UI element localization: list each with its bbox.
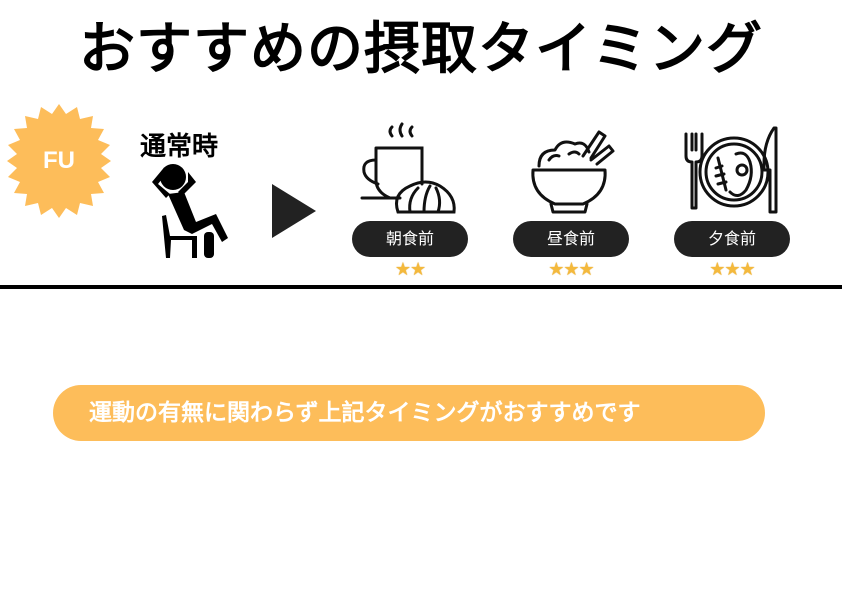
coffee-croissant-icon [360,122,456,214]
rating-stars-breakfast: ★★ [352,261,468,279]
badge-label: FU [43,147,75,174]
meal-pill-lunch: 昼食前 [513,221,629,257]
rice-bowl-icon [531,130,615,214]
recommendation-note: 運動の有無に関わらず上記タイミングがおすすめです [53,385,765,441]
relaxing-person-icon [140,160,230,264]
meal-pill-dinner: 夕食前 [674,221,790,257]
rating-stars-dinner: ★★★ [674,261,790,279]
star-icon: ★★ [394,259,426,280]
starburst-icon [7,104,111,218]
section-divider [0,285,842,289]
star-icon: ★★★ [709,259,755,280]
rating-stars-lunch: ★★★ [513,261,629,279]
play-triangle-icon [272,184,316,242]
star-icon: ★★★ [548,259,594,280]
meal-pill-breakfast: 朝食前 [352,221,468,257]
page-title: おすすめの摂取タイミング [79,17,763,82]
normal-label: 通常時 [140,132,219,162]
steak-plate-cutlery-icon [684,126,778,214]
fu-badge: FU [0,102,118,220]
